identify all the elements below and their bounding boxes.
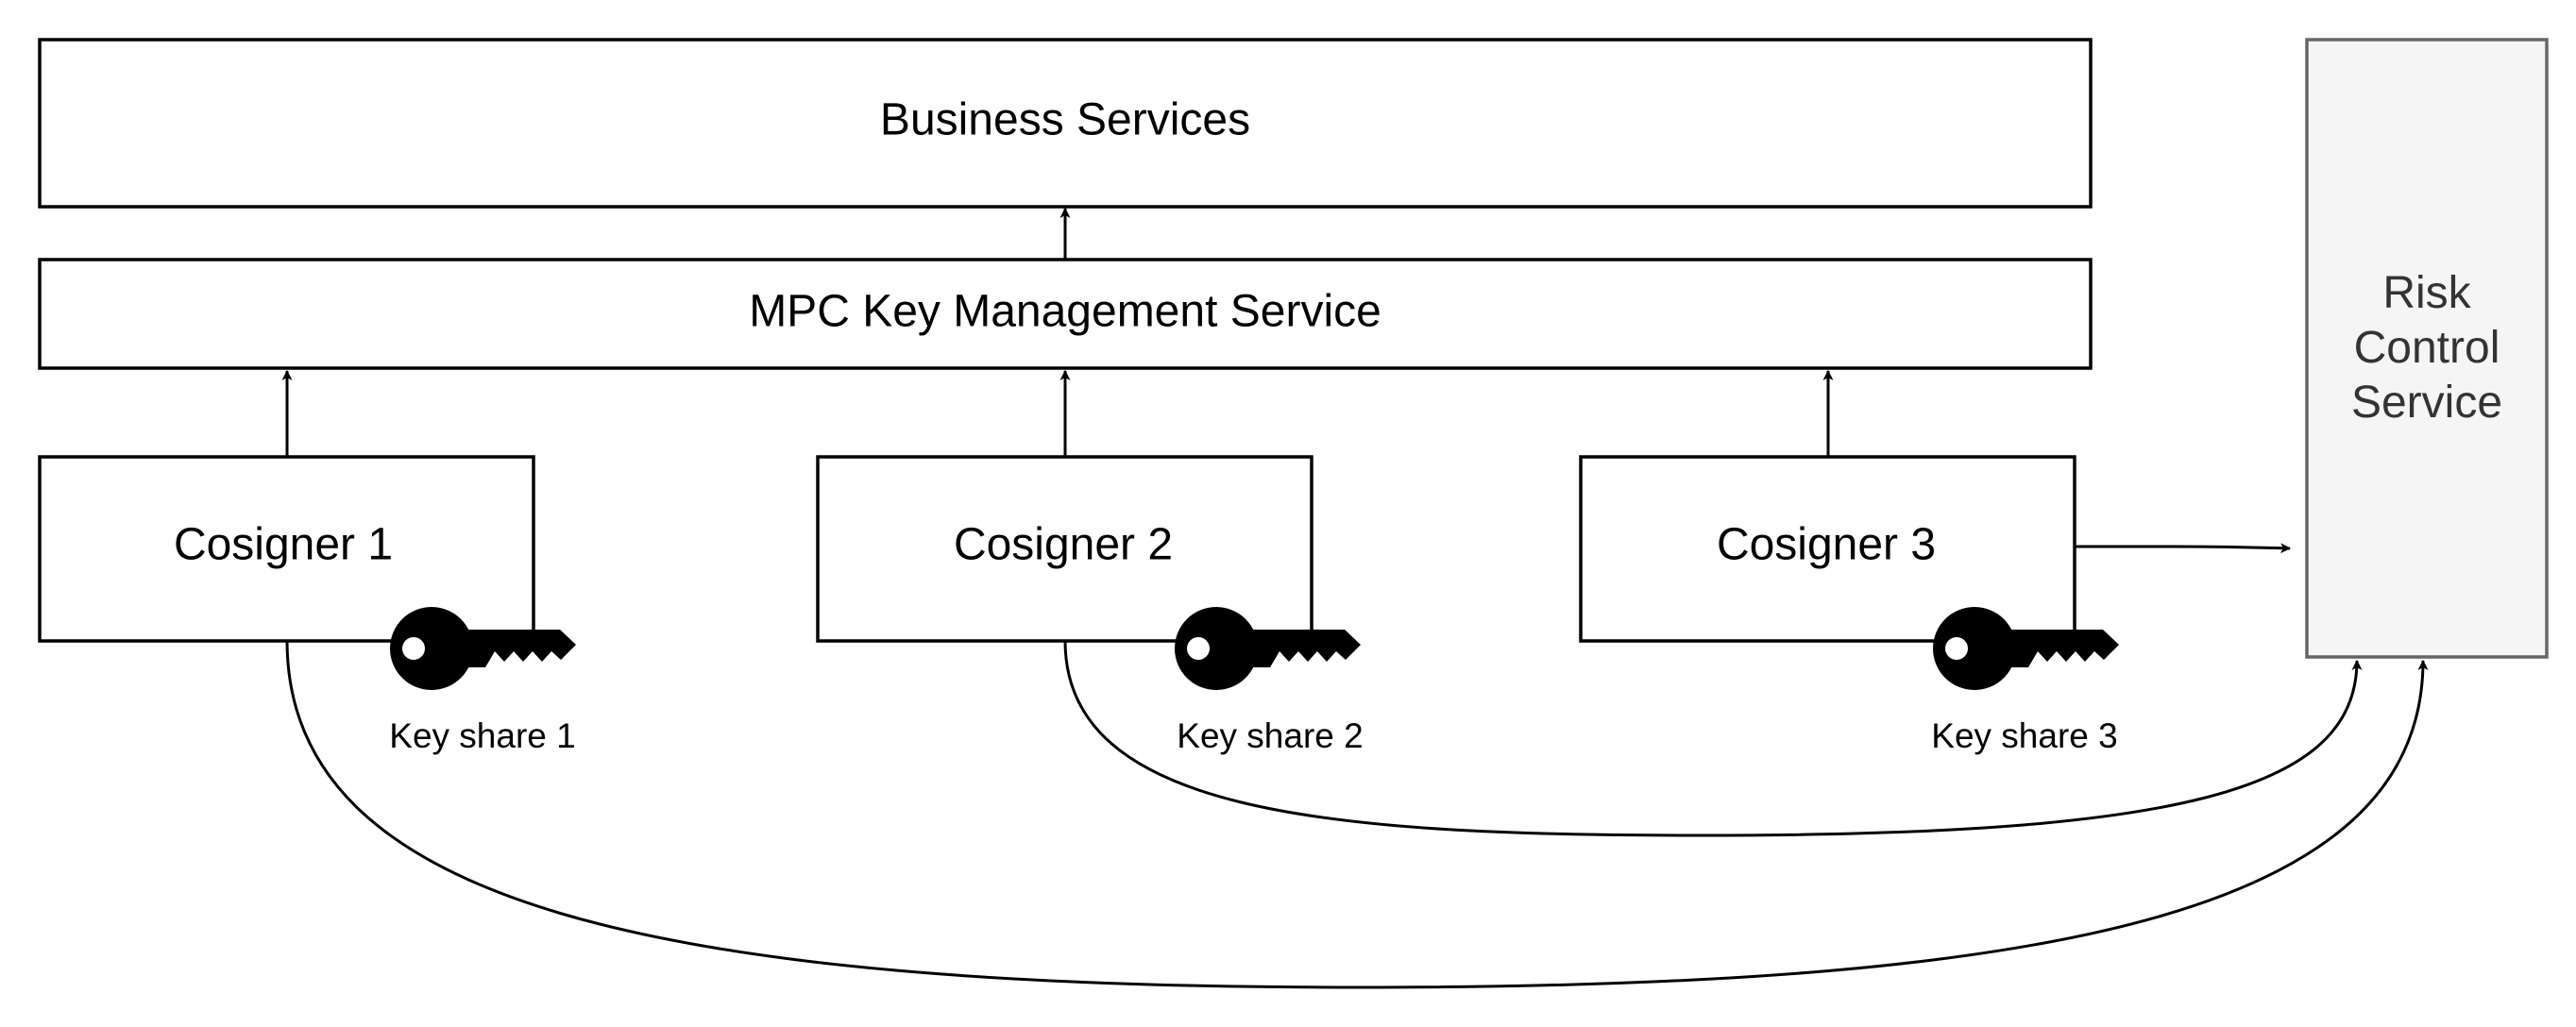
business-services-label: Business Services (880, 95, 1250, 145)
edge-cosigner1-to-risk (285, 640, 2429, 989)
cosigner-1-label: Cosigner 1 (174, 520, 393, 570)
cosigner-2-node: Cosigner 2 (816, 455, 1313, 643)
cosigner-3-label: Cosigner 3 (1717, 520, 1936, 570)
edge-cosigner3-to-risk (2075, 543, 2292, 554)
cosigner-2-label: Cosigner 2 (954, 520, 1173, 570)
mpc-key-management-node: MPC Key Management Service (38, 258, 2093, 370)
risk-label-line1: Risk (2382, 268, 2471, 318)
business-services-node: Business Services (38, 38, 2093, 209)
cosigner-3-node: Cosigner 3 (1579, 455, 2076, 643)
mpc-key-management-label: MPC Key Management Service (749, 287, 1381, 337)
key-share-1-label: Key share 1 (389, 716, 575, 755)
edge-cosigner2-to-risk (1063, 640, 2363, 837)
risk-label-line2: Control (2354, 323, 2500, 373)
key-share-3-label: Key share 3 (1931, 716, 2117, 755)
risk-control-service-node: Risk Control Service (2305, 38, 2549, 659)
risk-label-line3: Service (2351, 378, 2502, 428)
cosigner-1-node: Cosigner 1 (38, 455, 535, 643)
key-share-2-label: Key share 2 (1177, 716, 1363, 755)
